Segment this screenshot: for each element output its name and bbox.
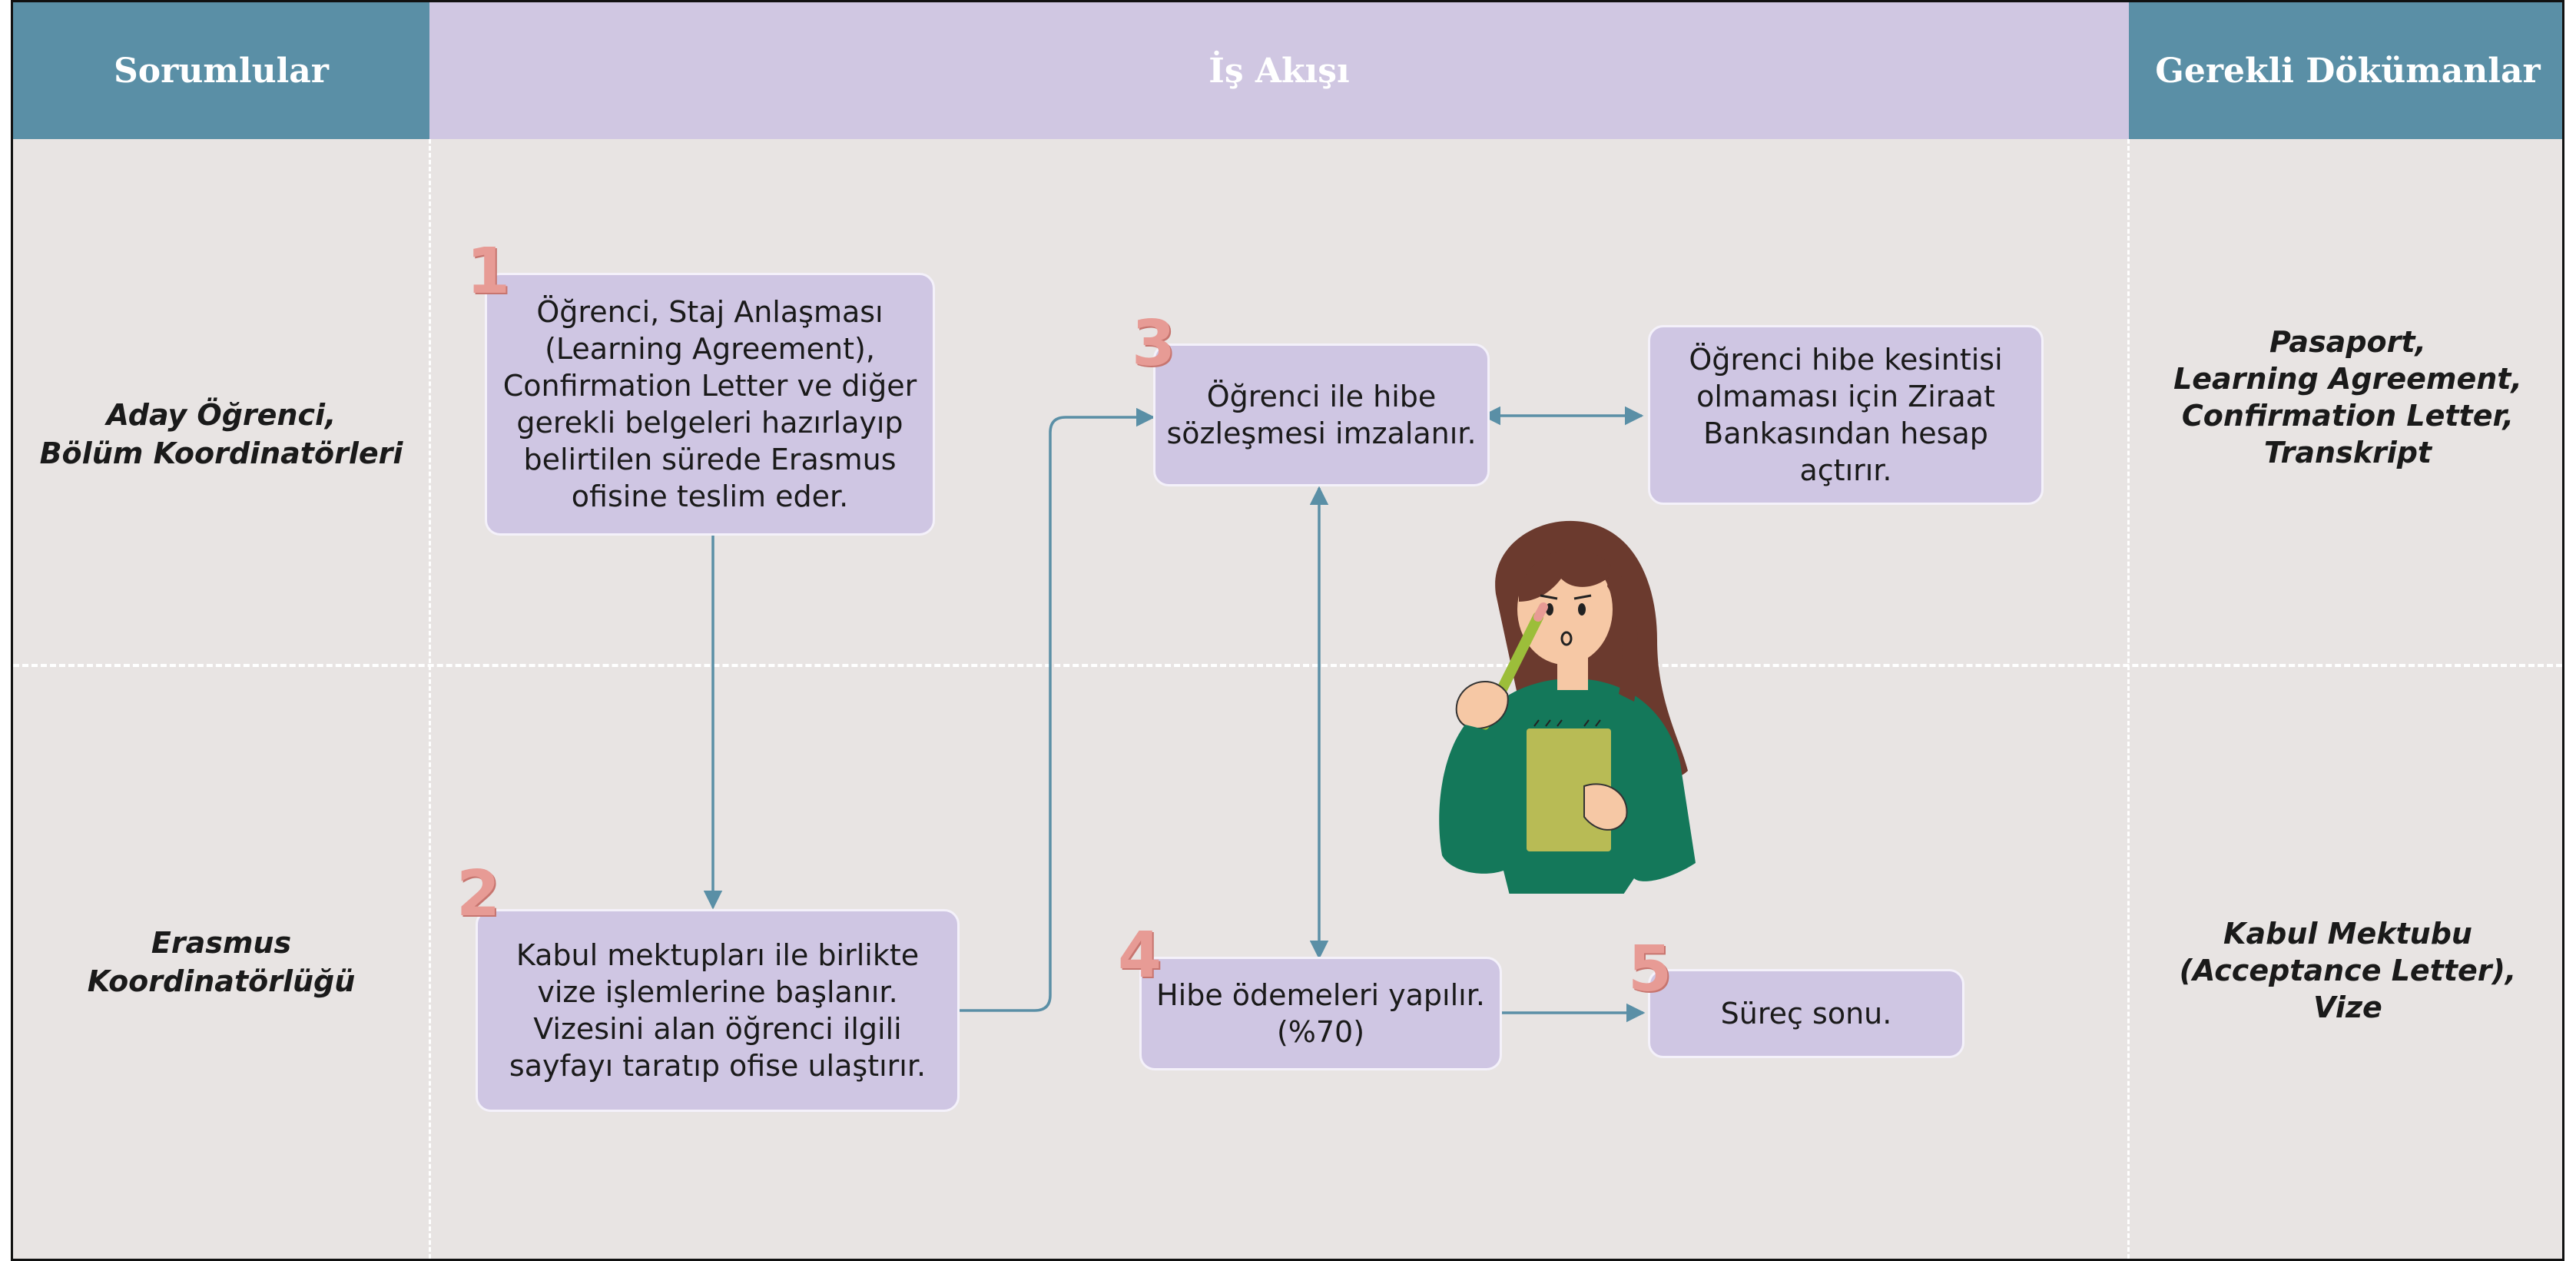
step-4-number: 4 xyxy=(1118,919,1162,992)
step-3-box: Öğrenci ile hibe sözleşmesi imzalanır. xyxy=(1153,343,1490,486)
flowchart-frame: Sorumlular İş Akışı Gerekli Dökümanlar A… xyxy=(11,0,2564,1261)
header-workflow: İş Akışı xyxy=(429,2,2129,139)
header-responsibles: Sorumlular xyxy=(13,2,429,139)
step-2-number: 2 xyxy=(456,858,501,931)
role-bottom-line2: Koordinatörlüğü xyxy=(87,964,356,998)
header-documents: Gerekli Dökümanlar xyxy=(2129,2,2562,139)
docs-top-item: Transkript xyxy=(2263,436,2432,470)
docs-bottom-item: Kabul Mektubu xyxy=(2223,917,2472,951)
step-2-text: Kabul mektupları ile birlikte vize işlem… xyxy=(509,938,927,1083)
lane-divider xyxy=(13,664,2562,667)
column-divider-left xyxy=(429,139,431,1259)
side-task-text: Öğrenci hibe kesintisi olmaması için Zir… xyxy=(1689,343,2003,487)
role-top-line1: Aday Öğrenci, xyxy=(106,398,337,432)
docs-top-item: Pasaport, xyxy=(2269,325,2426,359)
role-top-line2: Bölüm Koordinatörleri xyxy=(39,436,403,470)
step-4-box: Hibe ödemeleri yapılır. (%70) xyxy=(1139,957,1502,1070)
step-5-text: Süreç sonu. xyxy=(1720,997,1892,1030)
step-3-text: Öğrenci ile hibe sözleşmesi imzalanır. xyxy=(1166,380,1477,450)
step-2-box: Kabul mektupları ile birlikte vize işlem… xyxy=(476,909,960,1112)
docs-top-item: Learning Agreement, xyxy=(2173,362,2522,396)
step-1-text: Öğrenci, Staj Anlaşması (Learning Agreem… xyxy=(502,295,917,513)
docs-bottom-item: (Acceptance Letter), xyxy=(2179,954,2517,987)
role-bottom-line1: Erasmus xyxy=(151,926,292,960)
arrow-step2-to-step3 xyxy=(950,407,1155,1012)
step-5-box: Süreç sonu. xyxy=(1648,969,1964,1058)
student-thinking-illustration-icon xyxy=(1439,520,1696,894)
docs-bottom-item: Vize xyxy=(2313,991,2382,1024)
step-1-number: 1 xyxy=(466,235,511,308)
column-divider-right xyxy=(2127,139,2130,1259)
side-task-box: Öğrenci hibe kesintisi olmaması için Zir… xyxy=(1648,325,2044,505)
step-1-box: Öğrenci, Staj Anlaşması (Learning Agreem… xyxy=(485,273,935,536)
step-4-text: Hibe ödemeleri yapılır. (%70) xyxy=(1156,978,1485,1049)
role-bottom-lane: Erasmus Koordinatörlüğü xyxy=(13,924,429,1001)
role-top-lane: Aday Öğrenci, Bölüm Koordinatörleri xyxy=(13,396,429,473)
docs-bottom-lane: Kabul Mektubu (Acceptance Letter), Vize xyxy=(2129,915,2562,1026)
flow-arrows xyxy=(703,406,1646,1023)
step-5-number: 5 xyxy=(1628,933,1673,1006)
step-3-number: 3 xyxy=(1132,307,1176,380)
docs-top-lane: Pasaport, Learning Agreement, Confirmati… xyxy=(2129,324,2562,471)
docs-top-item: Confirmation Letter, xyxy=(2181,399,2515,433)
